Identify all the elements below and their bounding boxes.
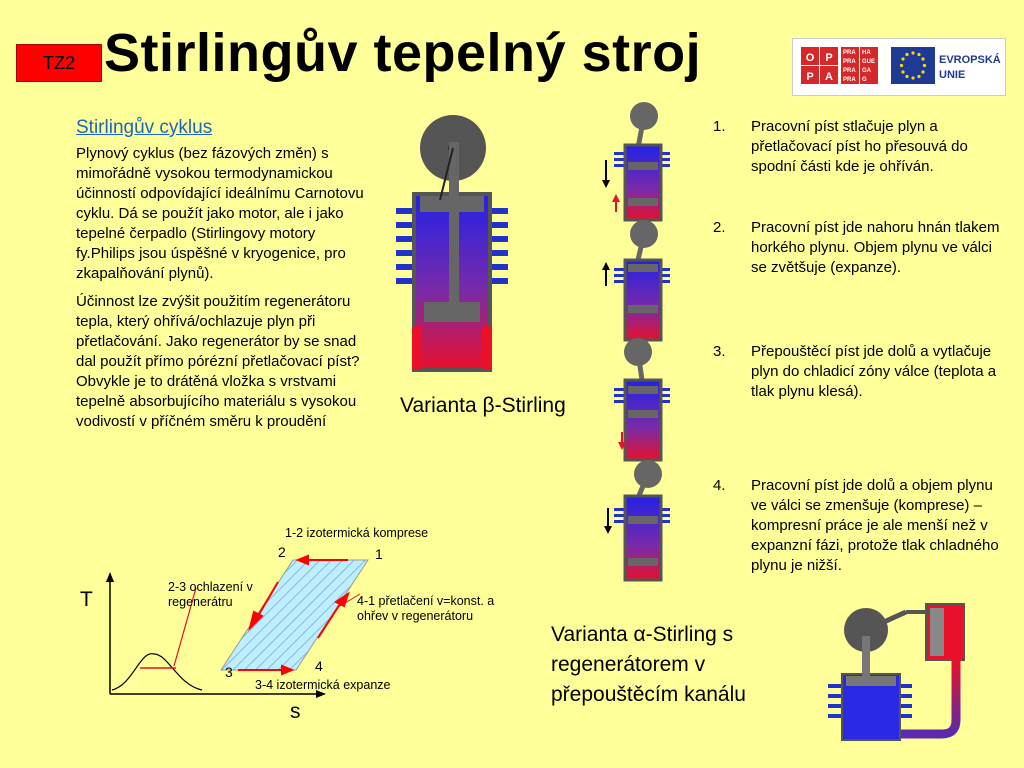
oppa-eu-logo: O P P A PRA HA PRA GUE PRA GA PRA G EVRO…	[792, 38, 1006, 96]
step-text: Přepouštěcí píst jde dolů a vytlačuje pl…	[751, 343, 997, 400]
oppa-square	[801, 66, 819, 84]
phase-3-engine	[614, 338, 670, 462]
displacer-piston	[424, 302, 480, 322]
eu-text: EVROPSKÁ	[939, 53, 1001, 66]
label-isothermal-expansion: 3-4 izotermická expanze	[255, 678, 391, 692]
logo-stripe-text: PRA	[843, 77, 856, 83]
oppa-square	[801, 47, 819, 65]
arrow-up-icon	[602, 262, 610, 270]
arrow-down-icon	[602, 180, 610, 188]
arrow-down-icon	[604, 526, 612, 534]
alpha-symbol: α	[633, 623, 646, 646]
cycle-phase-engines	[602, 102, 670, 582]
phase-4-engine	[604, 460, 670, 582]
oppa-square	[820, 66, 838, 84]
arrow-left-icon	[295, 554, 309, 566]
beta-variant-label: Varianta β-Stirling	[400, 394, 566, 417]
oppa-letter: A	[825, 71, 833, 83]
logo-stripe-text: HA	[862, 50, 871, 56]
arrow-up-icon	[612, 194, 620, 202]
step-number: 1.	[713, 118, 726, 135]
step-text: Pracovní píst stlačuje plyn a přetlačova…	[751, 118, 968, 175]
alpha-variant-label: Varianta α-Stirling s regenerátorem v př…	[551, 620, 801, 710]
logo-stripe-text: PRA	[843, 68, 856, 74]
label-constant-volume: 4-1 přetlačení v=konst. a ohřev v regene…	[357, 594, 495, 623]
beta-stirling-engine-diagram	[396, 115, 508, 372]
cycle-description: Stirlingův cyklus Plynový cyklus (bez fá…	[76, 118, 376, 440]
label-isothermal-compression: 1-2 izotermická komprese	[285, 526, 429, 540]
oppa-letter: O	[806, 52, 815, 64]
axis-label-s: s	[290, 700, 301, 723]
step-number: 3.	[713, 343, 726, 360]
phase-2-engine	[602, 220, 670, 342]
arrow-down-icon	[618, 442, 626, 450]
eu-stars-icon	[899, 51, 927, 80]
eu-text: UNIE	[939, 69, 965, 81]
cycle-heading-link[interactable]: Stirlingův cyklus	[76, 117, 213, 138]
step-number: 2.	[713, 219, 726, 236]
label-regenerator-cooling: 2-3 ochlazení v regenerátru	[168, 580, 253, 609]
point-label: 1	[375, 546, 383, 562]
oppa-square	[820, 47, 838, 65]
point-label: 4	[315, 658, 323, 674]
cooling-fins-icon	[396, 208, 508, 284]
oppa-letter: P	[825, 52, 832, 64]
oppa-letter: P	[806, 71, 813, 83]
arrow-right-icon	[281, 664, 295, 676]
logo-stripe-text: GA	[862, 68, 872, 74]
axis-label-t: T	[80, 588, 93, 611]
section-tag: TZ2	[16, 44, 102, 82]
logo-stripe-text: GUE	[862, 59, 875, 65]
phase-1-engine	[602, 102, 670, 222]
paragraph-regenerator: Účinnost lze zvýšit použitím regenerátor…	[76, 293, 360, 430]
logo-stripe-text: G	[862, 77, 867, 83]
alpha-label-rest: -Stirling s regenerátorem v přepouštěcím…	[551, 623, 746, 706]
alpha-label-prefix: Varianta	[551, 623, 634, 646]
logo-stripe-text: PRA	[843, 50, 856, 56]
point-label: 3	[225, 664, 233, 680]
step-text: Pracovní píst jde nahoru hnán tlakem hor…	[751, 219, 1000, 276]
logo-stripe-text: PRA	[843, 59, 856, 65]
cycle-area	[220, 559, 369, 671]
arrow-down-icon	[248, 610, 264, 632]
page-title: Stirlingův tepelný stroj	[104, 23, 702, 83]
distribution-curve	[111, 653, 203, 691]
step-number: 4.	[713, 477, 726, 494]
transfer-channel	[896, 660, 961, 739]
cooling-fins-icon	[828, 684, 912, 718]
point-label: 2	[278, 544, 286, 560]
paragraph-intro: Plynový cyklus (bez fázových změn) s mim…	[76, 145, 364, 282]
alpha-stirling-engine-diagram	[828, 603, 965, 741]
ts-diagram	[106, 554, 369, 698]
step-text: Pracovní píst jde dolů a objem plynu ve …	[751, 477, 999, 574]
